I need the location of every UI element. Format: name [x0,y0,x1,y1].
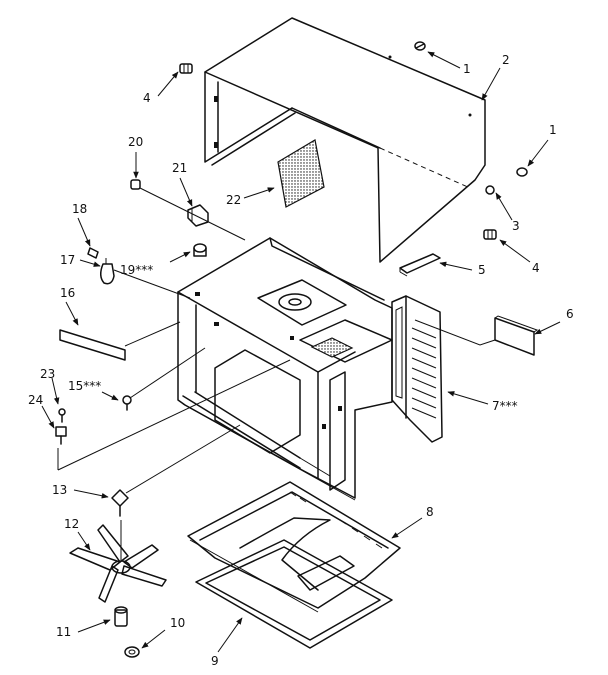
callout-9: 9 [211,654,219,668]
bracket-21 [187,204,209,227]
front-panel-7 [391,295,443,443]
screw-23 [58,408,66,423]
callout-18: 18 [72,202,87,216]
bottom-tray-8 [187,481,401,613]
leader-arrows [41,51,561,653]
callout-16: 16 [60,286,75,300]
callout-23: 23 [40,367,55,381]
stirrer-fan-12 [69,520,167,603]
callout-10: 10 [170,616,185,630]
callout-17: 17 [60,253,75,267]
callout-7: 7*** [492,399,518,413]
oven-cavity-chassis [177,237,393,501]
shaft-11 [114,606,128,627]
cabinet-wrapper [204,17,486,263]
screw-20 [130,179,141,190]
screw-4b [483,229,497,240]
callout-4a: 4 [143,91,151,105]
grommet-19 [193,243,207,257]
bar-5 [399,253,441,274]
callout-11: 11 [56,625,71,639]
clip-18 [87,247,99,259]
waveguide-cover-22 [277,139,325,208]
plate-6 [494,317,535,356]
screw-15 [122,395,132,411]
screw-4a [179,63,193,74]
callout-2: 2 [502,53,510,67]
callout-20: 20 [128,135,143,149]
lamp-17 [100,258,115,285]
callout-12: 12 [64,517,79,531]
callout-22: 22 [226,193,241,207]
nut-10 [124,646,140,658]
callout-4b: 4 [532,261,540,275]
callout-13: 13 [52,483,67,497]
callout-3: 3 [512,219,520,233]
callout-5: 5 [478,263,486,277]
callout-8: 8 [426,505,434,519]
callout-6: 6 [566,307,574,321]
spacer-24 [55,426,67,445]
callout-24: 24 [28,393,43,407]
screw-1a [414,41,426,51]
callout-15: 15*** [68,379,101,393]
callout-1b: 1 [549,123,557,137]
callout-1a: 1 [463,62,471,76]
callout-21: 21 [172,161,187,175]
callout-labels: 1 2 1 3 4 4 5 6 7*** 8 9 10 11 12 13 15*… [28,53,574,668]
washer-3 [485,185,495,195]
coupler-13 [111,489,129,517]
screw-1b [516,167,528,177]
strip-16 [59,329,126,361]
callout-19: 19*** [120,263,153,277]
gasket-9 [195,539,393,649]
